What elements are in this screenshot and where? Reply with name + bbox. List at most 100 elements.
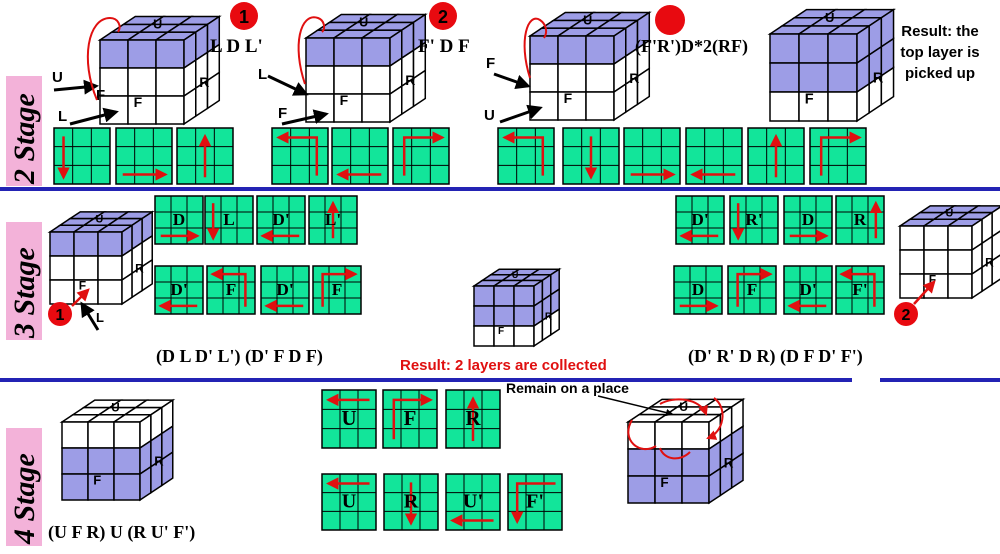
stage2-result: Result: the top layer is picked up (900, 23, 979, 82)
face-label-front: F (498, 326, 504, 337)
stage3-result: Result: 2 layers are collected (400, 357, 607, 374)
badge-1 (230, 2, 258, 30)
stage2-red-arcs (86, 16, 548, 101)
svg-text:L: L (258, 66, 267, 83)
tile-label: R (854, 210, 867, 229)
tile-s4-1-2: R (445, 389, 501, 449)
face-label-up: U (111, 401, 119, 414)
badge-2 (429, 2, 457, 30)
tile-s3-l1-3: L' (308, 195, 358, 245)
stage4-formula: (U F R) U (R U' F') (48, 522, 195, 543)
stage-label-3: 3 Stage (6, 222, 42, 340)
tile-s3-r2-0: D (673, 265, 723, 315)
tile-s3-l2-2: D' (260, 265, 310, 315)
tile-label: F' (526, 491, 544, 513)
tile-s3-l1-0: D (154, 195, 204, 245)
tile-label: U (341, 406, 356, 430)
tile-s3-r1-2: D (783, 195, 833, 245)
tile-s3-r1-1: R' (729, 195, 779, 245)
tile-label: D (692, 280, 704, 299)
tile-s2-11 (747, 127, 805, 185)
stage2-step-2: 2 F' D F (418, 2, 470, 57)
result-line-3: picked up (905, 65, 975, 82)
face-label-front: F (805, 92, 814, 108)
stage-label-4: 4 Stage (6, 428, 42, 546)
svg-text:U: U (52, 69, 63, 86)
face-label-up: U (583, 14, 592, 28)
face-label-up: U (512, 270, 519, 280)
stage4-cube-right: FRU (625, 397, 746, 505)
tile-label: U (342, 491, 357, 513)
stage3-cube-right: FRU (897, 205, 1000, 300)
tile-label: D' (799, 280, 816, 299)
tile-s4-1-1: F (382, 389, 438, 449)
tile-s2-10 (685, 127, 743, 185)
tile-label: D' (276, 280, 293, 299)
tile-s4-2-2: U' (445, 473, 501, 531)
svg-text:3 Stage: 3 Stage (8, 247, 41, 339)
tile-label: F (332, 280, 343, 299)
svg-text:F: F (278, 105, 287, 122)
tile-s2-1 (53, 127, 111, 185)
tile-s2-2 (115, 127, 173, 185)
face-label-right: R (199, 74, 209, 90)
face-label-right: R (405, 72, 415, 88)
stage2-step-3: (F'R')D*2(RF) (635, 5, 748, 57)
tile-label: D (173, 210, 185, 229)
face-label-right: R (985, 255, 994, 269)
tile-s4-1-0: U (321, 389, 377, 449)
tile-label: F' (852, 280, 867, 299)
face-label-right: R (545, 312, 553, 323)
face-label-front: F (134, 94, 143, 110)
tile-s3-l2-1: F (206, 265, 256, 315)
tile-label: R' (745, 210, 762, 229)
face-label-front: F (79, 279, 86, 293)
tile-label: F (226, 280, 237, 299)
stage2-pointers: U F L L F F U (52, 55, 543, 126)
face-label-up: U (825, 10, 834, 25)
tile-s4-2-0: U (321, 473, 377, 531)
svg-text:L D L': L D L' (210, 36, 263, 57)
tile-s3-l2-3: F (312, 265, 362, 315)
svg-text:(D L D' L') (D' F D F): (D L D' L') (D' F D F) (156, 346, 323, 367)
tile-label: D' (170, 280, 187, 299)
tile-label: F (404, 406, 417, 430)
result-line-2: top layer is (900, 44, 979, 61)
stage3-cube-result: F R U (471, 267, 562, 348)
stage3-badges: 1 2 L (48, 280, 936, 331)
stage2-step-1: 1 L D L' (210, 2, 263, 57)
face-label-right: R (135, 261, 144, 275)
tile-label: D' (272, 210, 289, 229)
svg-text:L: L (96, 310, 104, 325)
tile-s3-r2-3: F' (835, 265, 885, 315)
tile-label: F (747, 280, 758, 299)
stage3-cube-left: F R U (47, 210, 155, 306)
stage-label-2: 2 Stage (6, 76, 42, 186)
face-label-right: R (873, 71, 884, 87)
tile-s3-l2-0: D' (154, 265, 204, 315)
tile-s2-8 (562, 127, 620, 185)
tile-s2-4 (271, 127, 329, 185)
svg-text:1: 1 (56, 307, 65, 324)
tile-s3-l1-1: L (204, 195, 254, 245)
tile-label: R (404, 491, 419, 513)
stage2-cube-1: F R U (97, 15, 222, 126)
tile-label: R (465, 406, 481, 430)
svg-text:F: F (96, 87, 105, 104)
svg-text:1: 1 (239, 7, 249, 27)
face-label-up: U (679, 400, 688, 414)
face-label-up: U (153, 18, 162, 32)
face-label-up: U (946, 207, 954, 219)
tile-s3-r2-1: F (727, 265, 777, 315)
svg-text:Remain on a place: Remain on a place (506, 380, 629, 396)
face-label-up: U (359, 16, 368, 30)
svg-text:L: L (58, 108, 67, 125)
stage2-cube-3: FRU (527, 11, 652, 122)
tile-s2-5 (331, 127, 389, 185)
svg-text:2: 2 (438, 7, 448, 27)
face-label-up: U (96, 213, 104, 225)
tile-label: D' (691, 210, 708, 229)
